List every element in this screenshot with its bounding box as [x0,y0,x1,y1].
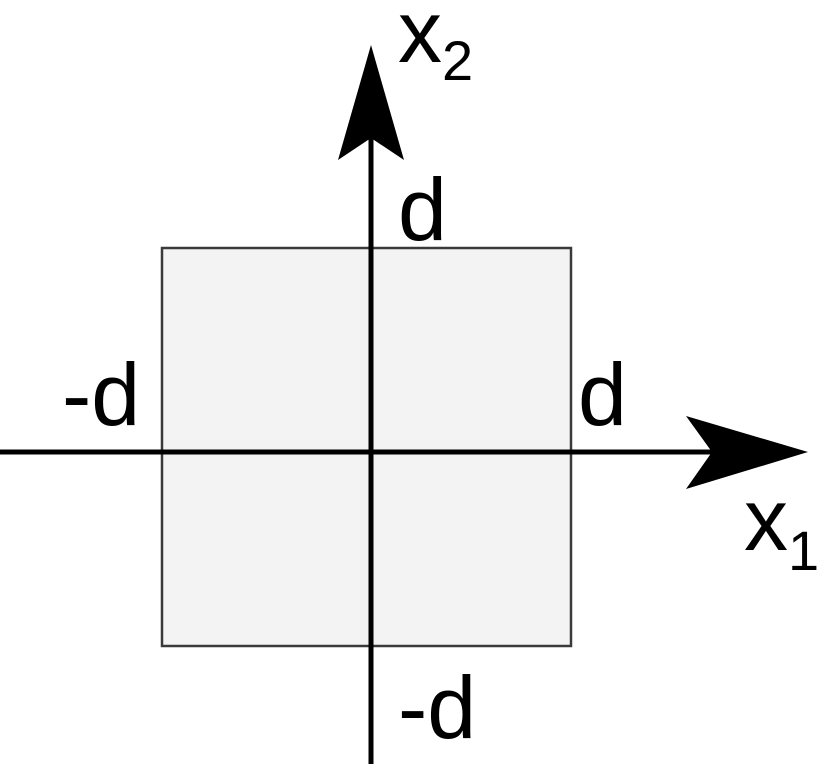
square-region [160,246,573,648]
label-bottom-minus-d: -d [398,658,476,757]
label-top-d: d [398,160,447,259]
label-left-minus-d: -d [62,345,140,444]
x1-axis-arrowhead [686,416,808,489]
x2-axis-arrowhead [338,45,404,160]
x1-axis-label: x1 [744,470,819,582]
x2-axis-label: x2 [398,0,473,92]
label-right-d: d [578,345,627,444]
